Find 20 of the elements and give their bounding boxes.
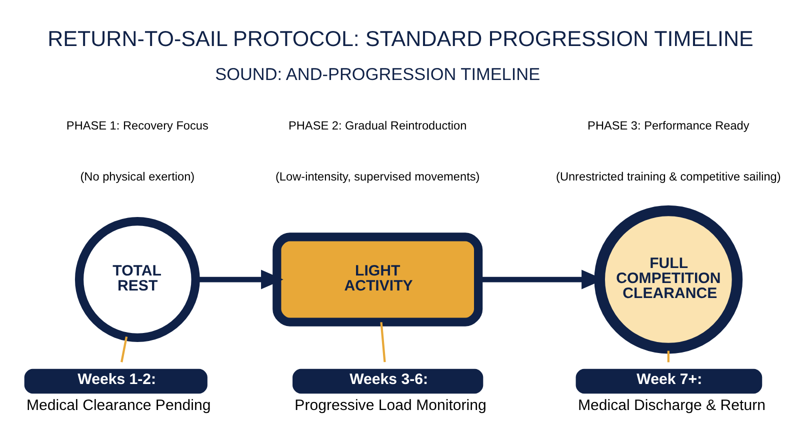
node-label: Medical Clearance Pending	[26, 396, 210, 414]
label: PHASE 2: Gradual Reintroduction	[288, 118, 466, 133]
connector	[380, 322, 386, 362]
connector	[120, 336, 128, 362]
node-box: Weeks 1-2:	[24, 368, 207, 394]
diagram-title: RETURN-TO-SAIL PROTOCOL: STANDARD PROGRESSION TIMELINE	[47, 26, 753, 51]
label: SOUND: AND-PROGRESSION TIMELINE	[214, 64, 540, 84]
label: PHASE 1: Recovery Focus	[66, 118, 208, 133]
node-circle: FULL COMPETITION CLEARANCE	[594, 205, 742, 354]
node-box: Weeks 3-6:	[292, 368, 483, 394]
connector	[666, 350, 669, 362]
node-circle: TOTAL REST	[74, 217, 200, 342]
node-box: Week 7+:	[575, 368, 762, 394]
node-label: Medical Discharge & Return	[577, 396, 765, 414]
label: (Unrestricted training & competitive sailing)	[556, 169, 780, 184]
label: (Low-intensity, supervised movements)	[274, 169, 480, 184]
node-label: Progressive Load Monitoring	[294, 396, 486, 414]
node-box: LIGHT ACTIVITY	[272, 232, 482, 326]
label: PHASE 3: Performance Ready	[587, 118, 749, 133]
label: (No physical exertion)	[80, 169, 194, 184]
